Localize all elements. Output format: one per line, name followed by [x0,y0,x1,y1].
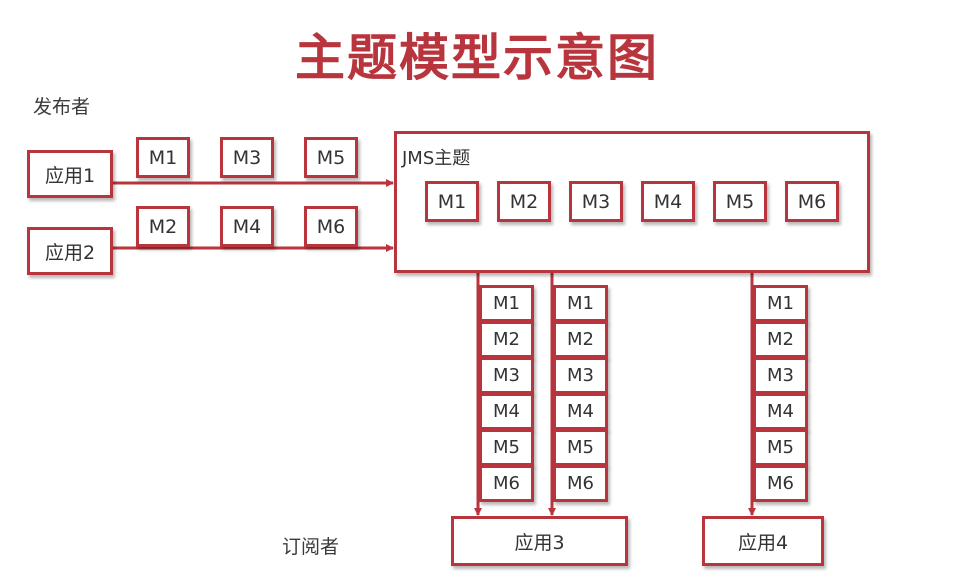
publisher-2-message: M4 [220,206,274,247]
queue-2-message: M6 [553,465,608,502]
publisher-1-message: M5 [304,137,358,178]
topic-message: M2 [497,181,551,222]
queue-3-message: M6 [753,465,808,502]
queue-1-message: M2 [479,321,534,358]
diagram-title: 主题模型示意图 [295,29,659,87]
queue-3-message: M1 [753,285,808,322]
subscriber-app-3: 应用3 [451,516,628,566]
topic-message: M4 [641,181,695,222]
queue-1-message: M1 [479,285,534,322]
queue-3-message: M2 [753,321,808,358]
queue-3-message: M5 [753,429,808,466]
queue-2-message: M1 [553,285,608,322]
topic-message: M1 [425,181,479,222]
publisher-app-2: 应用2 [27,227,113,275]
subscriber-app-4: 应用4 [702,516,824,566]
publisher-1-message: M3 [220,137,274,178]
topic-message: M3 [569,181,623,222]
publisher-1-message: M1 [136,137,190,178]
topic-message: M6 [785,181,839,222]
queue-2-message: M5 [553,429,608,466]
publisher-2-message: M6 [304,206,358,247]
jms-topic-label: JMS主题 [402,148,471,169]
publisher-2-message: M2 [136,206,190,247]
queue-3-message: M4 [753,393,808,430]
queue-1-message: M5 [479,429,534,466]
queue-2-message: M2 [553,321,608,358]
subscriber-label: 订阅者 [282,536,340,558]
queue-3-message: M3 [753,357,808,394]
queue-2-message: M4 [553,393,608,430]
queue-1-message: M4 [479,393,534,430]
queue-1-message: M6 [479,465,534,502]
topic-message: M5 [713,181,767,222]
publisher-label: 发布者 [33,96,91,118]
queue-2-message: M3 [553,357,608,394]
queue-1-message: M3 [479,357,534,394]
publisher-app-1: 应用1 [27,150,113,198]
